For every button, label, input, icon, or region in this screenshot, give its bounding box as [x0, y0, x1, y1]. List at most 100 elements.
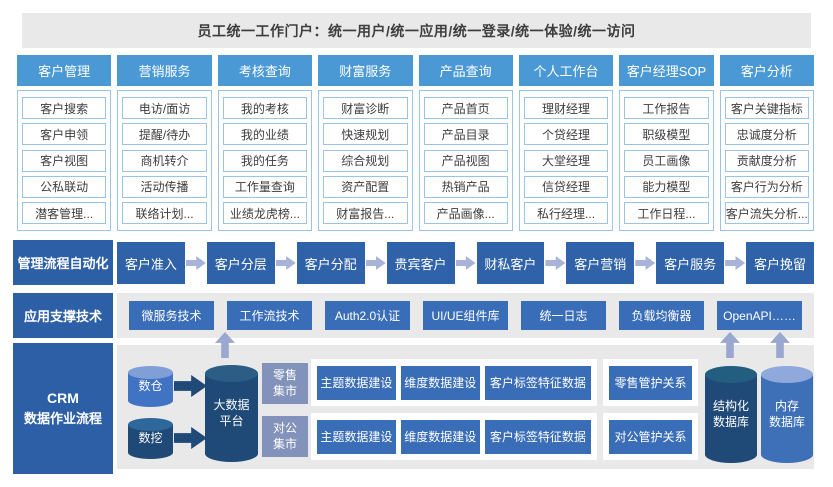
portal-column-header: 客户管理 — [17, 55, 112, 86]
portal-column-header: 营销服务 — [117, 55, 212, 86]
portal-item: 我的业绩 — [222, 123, 308, 146]
cylinder-bottom — [705, 446, 757, 463]
portal-item: 个贷经理 — [523, 123, 609, 146]
flow-arrow-icon — [174, 375, 207, 397]
structured-db-cylinder: 结构化 数据库 — [705, 366, 757, 463]
portal-item: 客户关键指标 — [724, 97, 809, 119]
cylinder-body — [705, 374, 757, 455]
portal-item: 我的任务 — [222, 149, 308, 172]
tech-item: 负载均衡器 — [619, 301, 704, 330]
retail-relation-strip: 零售管护关系 — [603, 359, 698, 406]
memory-db-line1: 内存 — [774, 398, 799, 413]
cylinder-bottom — [205, 445, 258, 462]
portal-item: 公私联动 — [22, 175, 107, 198]
portal-column-wealth: 财富服务 财富诊断 快速规划 综合规划 资产配置 财富报告... — [318, 55, 413, 231]
retail-mart-line2: 集市 — [272, 383, 297, 398]
data-warehouse-cylinder: 数仓 — [128, 366, 173, 407]
process-step: 客户服务 — [656, 242, 725, 284]
portal-column-body: 财富诊断 快速规划 综合规划 资产配置 财富报告... — [318, 90, 413, 231]
tech-item: Auth2.0认证 — [325, 301, 410, 330]
portal-column-analysis: 客户分析 客户关键指标 忠诚度分析 贡献度分析 客户行为分析 客户流失分析... — [719, 55, 814, 231]
portal-column-body: 理财经理 个贷经理 大堂经理 信贷经理 私行经理... — [518, 90, 614, 231]
portal-column-body: 客户搜索 客户申领 客户视图 公私联动 潜客管理... — [17, 90, 112, 231]
portal-item: 提醒/待办 — [122, 123, 207, 146]
cylinder-body — [205, 373, 258, 454]
process-step: 客户分配 — [296, 242, 365, 284]
portal-item: 理财经理 — [523, 97, 609, 119]
portal-item: 活动传播 — [122, 175, 207, 198]
portal-item: 商机转介 — [122, 149, 207, 172]
portal-item: 快速规划 — [323, 123, 408, 146]
portal-columns: 客户管理 客户搜索 客户申领 客户视图 公私联动 潜客管理... 营销服务 电访… — [17, 55, 814, 231]
portal-column-product: 产品查询 产品首页 产品目录 产品视图 热销产品 产品画像... — [418, 55, 513, 231]
portal-item: 客户行为分析 — [724, 175, 809, 198]
big-data-platform-cylinder: 大数据 平台 — [205, 365, 258, 462]
portal-item: 热销产品 — [423, 175, 508, 198]
tech-row-label-text: 应用支撑技术 — [23, 309, 102, 324]
memory-db-line2: 数据库 — [768, 414, 805, 429]
portal-item: 职级模型 — [624, 123, 709, 146]
relation-box: 对公管护关系 — [609, 419, 692, 454]
process-step: 客户营销 — [566, 242, 635, 284]
corporate-mart-line1: 对公 — [272, 420, 297, 435]
data-build-box: 客户标签特征数据 — [484, 365, 592, 400]
process-step: 财私客户 — [476, 242, 545, 284]
platform-label-line1: 大数据 — [213, 397, 250, 412]
corporate-data-strip: 主题数据建设 维度数据建设 客户标签特征数据 — [311, 413, 597, 460]
right-arrow-icon — [185, 256, 206, 270]
process-step: 客户挽留 — [746, 242, 814, 284]
process-step: 贵宾客户 — [386, 242, 455, 284]
retail-data-strip: 主题数据建设 维度数据建设 客户标签特征数据 — [311, 359, 597, 406]
cylinder-top — [128, 366, 173, 379]
cylinder-bottom — [761, 446, 813, 463]
cylinder-top — [705, 366, 757, 383]
portal-item: 资产配置 — [323, 175, 408, 198]
process-row-label-text: 管理流程自动化 — [17, 256, 109, 271]
portal-item: 产品首页 — [423, 97, 508, 119]
portal-item: 综合规划 — [323, 149, 408, 172]
crm-label-line1: CRM — [47, 390, 79, 407]
portal-column-body: 工作报告 职级模型 员工画像 能力模型 工作日程... — [619, 90, 714, 231]
tech-item: 工作流技术 — [227, 301, 312, 330]
retail-mart-box: 零售 集市 — [262, 363, 308, 404]
portal-item: 客户视图 — [22, 149, 107, 172]
portal-column-body: 我的考核 我的业绩 我的任务 工作量查询 业绩龙虎榜... — [217, 90, 313, 231]
data-build-box: 客户标签特征数据 — [484, 419, 592, 454]
portal-column-header: 产品查询 — [418, 55, 513, 86]
portal-item: 产品视图 — [423, 149, 508, 172]
crm-data-row-label: CRM 数据作业流程 — [13, 343, 113, 474]
portal-column-header: 财富服务 — [318, 55, 413, 86]
portal-column-header: 客户经理SOP — [619, 55, 714, 86]
cylinder-body — [761, 374, 813, 455]
right-arrow-icon — [275, 256, 296, 270]
portal-item: 财富报告... — [323, 202, 408, 224]
portal-column-workbench: 个人工作台 理财经理 个贷经理 大堂经理 信贷经理 私行经理... — [518, 55, 614, 231]
portal-item: 信贷经理 — [523, 175, 609, 198]
right-arrow-icon — [635, 256, 656, 270]
tech-item: 微服务技术 — [129, 301, 214, 330]
data-mining-label: 数挖 — [138, 430, 163, 445]
portal-column-body: 电访/面访 提醒/待办 商机转介 活动传播 联络计划... — [117, 90, 212, 231]
structured-db-line2: 数据库 — [712, 414, 749, 429]
portal-item: 贡献度分析 — [724, 149, 809, 172]
portal-item: 业绩龙虎榜... — [222, 202, 308, 224]
tech-item: 统一日志 — [521, 301, 606, 330]
right-arrow-icon — [455, 256, 476, 270]
corporate-relation-strip: 对公管护关系 — [603, 413, 698, 460]
portal-item: 客户申领 — [22, 123, 107, 146]
portal-column-header: 考核查询 — [217, 55, 313, 86]
cylinder-top — [205, 365, 258, 382]
process-flow: 客户准入 客户分层 客户分配 贵宾客户 财私客户 客户营销 客户服务 客户挽留 — [117, 242, 814, 284]
portal-item: 我的考核 — [222, 97, 308, 119]
portal-item: 工作报告 — [624, 97, 709, 119]
portal-item: 能力模型 — [624, 175, 709, 198]
portal-item: 忠诚度分析 — [724, 123, 809, 146]
data-build-box: 主题数据建设 — [317, 365, 396, 400]
portal-column-header: 个人工作台 — [518, 55, 614, 86]
cylinder-top — [128, 418, 173, 431]
portal-column-body: 客户关键指标 忠诚度分析 贡献度分析 客户行为分析 客户流失分析... — [719, 90, 814, 231]
tech-strip: 微服务技术 工作流技术 Auth2.0认证 UI/UE组件库 统一日志 负载均衡… — [117, 293, 814, 338]
retail-mart-line1: 零售 — [272, 367, 297, 382]
cylinder-top — [761, 366, 813, 383]
